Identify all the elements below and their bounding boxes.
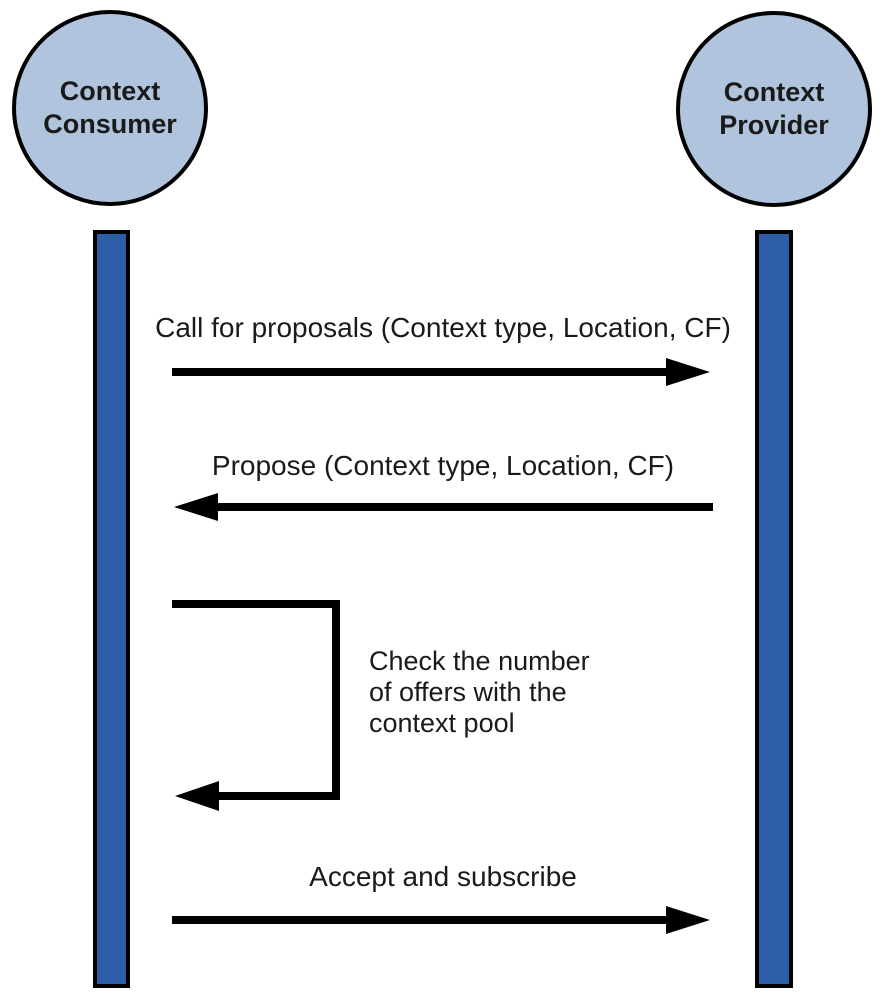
actor-context-consumer-label: Context Consumer — [43, 75, 177, 141]
arrow-self-message-loop — [172, 600, 340, 811]
message-label-propose: Propose (Context type, Location, CF) — [211, 450, 675, 481]
arrow-head-right-icon — [666, 906, 710, 934]
arrow-head-left-icon — [175, 781, 219, 811]
arrow-head-left-icon — [174, 493, 218, 521]
note-line: Check the number — [369, 646, 590, 676]
self-loop-path — [172, 600, 340, 800]
arrow-call-for-proposals — [172, 358, 710, 386]
actor-label-line: Provider — [719, 110, 829, 140]
actor-context-provider: Context Provider — [676, 11, 872, 207]
arrow-propose — [174, 493, 713, 521]
arrow-accept-and-subscribe — [172, 906, 710, 934]
message-label-call-for-proposals: Call for proposals (Context type, Locati… — [155, 312, 731, 343]
actor-context-consumer: Context Consumer — [12, 10, 208, 206]
message-label-check-offers: Check the number of offers with the cont… — [369, 646, 649, 739]
actor-context-provider-label: Context Provider — [719, 76, 829, 142]
lifeline-context-consumer — [93, 230, 130, 988]
actor-label-line: Context — [723, 77, 825, 107]
message-label-accept-and-subscribe: Accept and subscribe — [309, 861, 577, 892]
actor-label-line: Consumer — [43, 109, 177, 139]
note-line: context pool — [369, 708, 515, 738]
actor-label-line: Context — [59, 76, 161, 106]
arrow-head-right-icon — [666, 358, 710, 386]
note-line: of offers with the — [369, 677, 567, 707]
lifeline-context-provider — [755, 230, 793, 988]
